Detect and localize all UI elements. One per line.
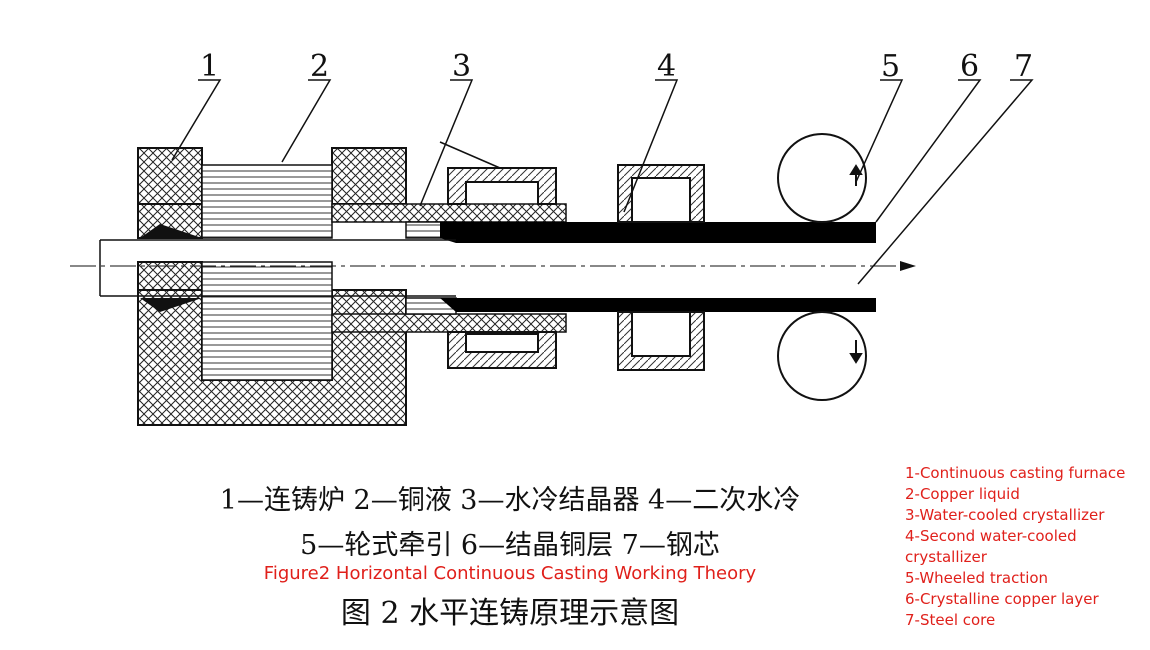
english-legend: 1-Continuous casting furnace 2-Copper li… (905, 463, 1145, 631)
legend-item: 5-Wheeled traction (905, 569, 1049, 587)
figure-caption-english: Figure2 Horizontal Continuous Casting Wo… (263, 563, 757, 584)
figure-caption-chinese: 图 2 水平连铸原理示意图 (340, 596, 680, 631)
legend-cn-line-1: 1—连铸炉 2—铜液 3—水冷结晶器 4—二次水冷 (219, 485, 801, 516)
callout-leaders (171, 79, 1034, 285)
crystalline-copper-layer (140, 222, 876, 312)
legend-cn-line-2: 5—轮式牵引 6—结晶铜层 7—钢芯 (300, 530, 720, 561)
callout-3: 3 (452, 49, 471, 84)
legend-item: 4-Second water-cooled crystallizer (905, 527, 1077, 566)
secondary-water-cooling (617, 164, 705, 371)
centerline-arrow (70, 261, 916, 271)
copper-liquid (201, 164, 333, 381)
callout-4: 4 (657, 49, 676, 84)
steel-core (99, 239, 456, 297)
legend-item: 2-Copper liquid (905, 485, 1020, 503)
traction-wheels (777, 133, 867, 401)
legend-item: 6-Crystalline copper layer (905, 590, 1099, 608)
legend-item: 3-Water-cooled crystallizer (905, 506, 1105, 524)
callout-5: 5 (881, 49, 900, 84)
callout-1: 1 (200, 49, 219, 84)
callout-6: 6 (960, 49, 979, 84)
callout-2: 2 (310, 49, 329, 84)
legend-item: 7-Steel core (905, 611, 996, 629)
callout-7: 7 (1014, 49, 1033, 84)
water-cooled-jacket (447, 167, 557, 369)
legend-item: 1-Continuous casting furnace (905, 464, 1126, 482)
